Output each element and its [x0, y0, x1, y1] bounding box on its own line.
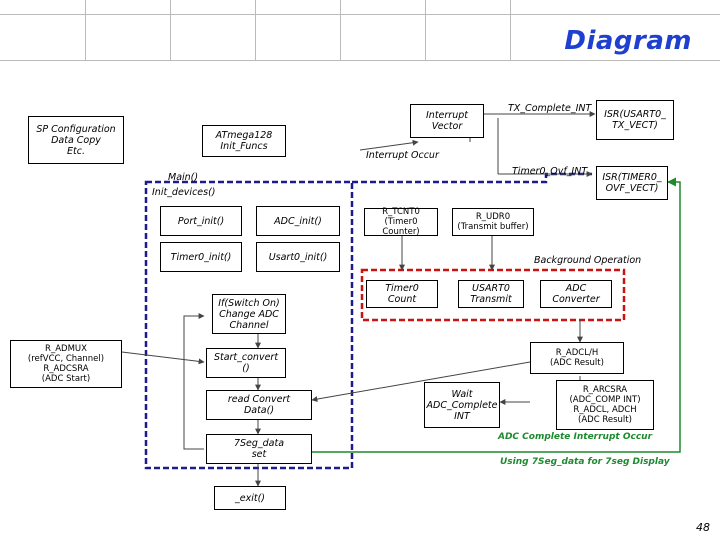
usart0-init-box: Usart0_init() [256, 242, 340, 272]
header-vrule-6 [510, 0, 511, 60]
sp-config-box: SP Configuration Data Copy Etc. [28, 116, 124, 164]
r-arcsra-box: R_ARCSRA (ADC_COMP INT) R_ADCL, ADCH (AD… [556, 380, 654, 430]
atmega-init-box: ATmega128 Init_Funcs [202, 125, 286, 157]
r-udr0-box: R_UDR0 (Transmit buffer) [452, 208, 534, 236]
header-rule [0, 60, 720, 61]
isr-timer-box: ISR(TIMER0_ OVF_VECT) [596, 166, 668, 200]
adc-init-box: ADC_init() [256, 206, 340, 236]
adc-converter-box: ADC Converter [540, 280, 612, 308]
top-rule [0, 14, 720, 15]
timer0-init-box: Timer0_init() [160, 242, 242, 272]
r-adclh-box: R_ADCL/H (ADC Result) [530, 342, 624, 374]
interrupt-vector-box: Interrupt Vector [410, 104, 484, 138]
wait-adc-box: Wait ADC_Complete INT [424, 382, 500, 428]
usart0-transmit-box: USART0 Transmit [458, 280, 524, 308]
header-vrule-5 [425, 0, 426, 60]
adc-complete-label: ADC Complete Interrupt Occur [498, 432, 653, 442]
r-tcnt0-box: R_TCNT0 (Timer0 Counter) [364, 207, 438, 237]
start-convert-box: Start_convert () [206, 348, 286, 378]
timer-ovf-label: Timer0_Ovf_INT [512, 166, 588, 177]
background-operation-label: Background Operation [534, 255, 642, 266]
seg-data-box: 7Seg_data set [206, 434, 312, 464]
header-vrule-4 [340, 0, 341, 60]
main-dashed-frame [144, 180, 354, 470]
header-vrule-1 [85, 0, 86, 60]
main-label: Main() [168, 172, 199, 183]
green-display-path [312, 177, 681, 453]
if-switch-box: If(Switch On) Change ADC Channel [212, 294, 286, 334]
timer0-count-box: Timer0 Count [366, 280, 438, 308]
interrupt-occur-label: Interrupt Occur [366, 150, 439, 161]
read-convert-box: read Convert Data() [206, 390, 312, 420]
r-admux-box: R_ADMUX (refVCC, Channel) R_ADCSRA (ADC … [10, 340, 122, 388]
header-vrule-2 [170, 0, 171, 60]
using-7seg-label: Using 7Seg_data for 7seg Display [500, 457, 670, 467]
page-title: Diagram [564, 26, 692, 56]
exit-box: _exit() [214, 486, 286, 510]
port-init-box: Port_init() [160, 206, 242, 236]
init-devices-label: Init_devices() [152, 187, 216, 198]
isr-usart-box: ISR(USART0_ TX_VECT) [596, 100, 674, 140]
header-vrule-3 [255, 0, 256, 60]
tx-complete-label: TX_Complete_INT [508, 103, 592, 114]
page-number: 48 [696, 521, 710, 534]
